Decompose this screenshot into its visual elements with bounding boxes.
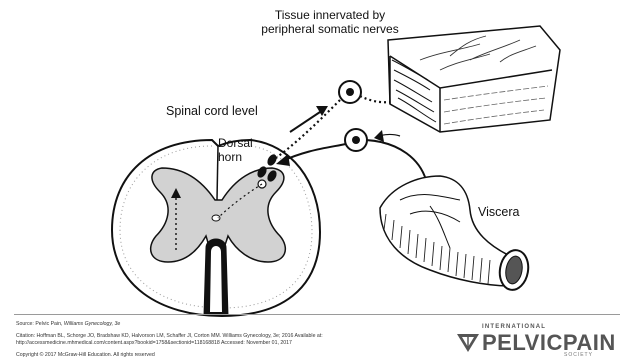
- pelvic-pain-society-logo: INTERNATIONAL PELVICPAIN SOCIETY: [456, 324, 616, 358]
- logo-pelvicpain: PELVICPAIN: [482, 330, 616, 356]
- spinal-cord-cross-section: [112, 140, 320, 316]
- footer-divider: [14, 314, 620, 315]
- viscera-label: Viscera: [478, 205, 519, 219]
- spinal-cord-level-label: Spinal cord level: [166, 104, 258, 118]
- dorsal-horn-label: Dorsal horn: [218, 136, 253, 164]
- copyright: Copyright © 2017 McGraw-Hill Education. …: [16, 352, 155, 359]
- citation-line1: Citation: Hoffman BL, Schorge JO, Bradsh…: [16, 333, 436, 340]
- citation-line2: http://accessmedicine.mhmedical.com/cont…: [16, 340, 436, 347]
- source-book: Williams Gynecology, 3e: [64, 321, 120, 327]
- tissue-label-line1: Tissue innervated by: [240, 8, 420, 22]
- citation: Citation: Hoffman BL, Schorge JO, Bradsh…: [16, 333, 436, 347]
- dorsal-horn-line2: horn: [218, 150, 253, 164]
- somatic-tissue-illustration: [388, 26, 560, 132]
- logo-society: SOCIETY: [564, 352, 593, 358]
- source-prefix: Source: Pelvic Pain,: [16, 321, 64, 327]
- pelvis-logo-icon: [456, 330, 480, 354]
- viscera-illustration: [380, 176, 531, 292]
- dorsal-horn-line1: Dorsal: [218, 136, 253, 150]
- source-line: Source: Pelvic Pain, Williams Gynecology…: [16, 321, 120, 328]
- tissue-label-line2: peripheral somatic nerves: [240, 22, 420, 36]
- tissue-label: Tissue innervated by peripheral somatic …: [240, 8, 420, 36]
